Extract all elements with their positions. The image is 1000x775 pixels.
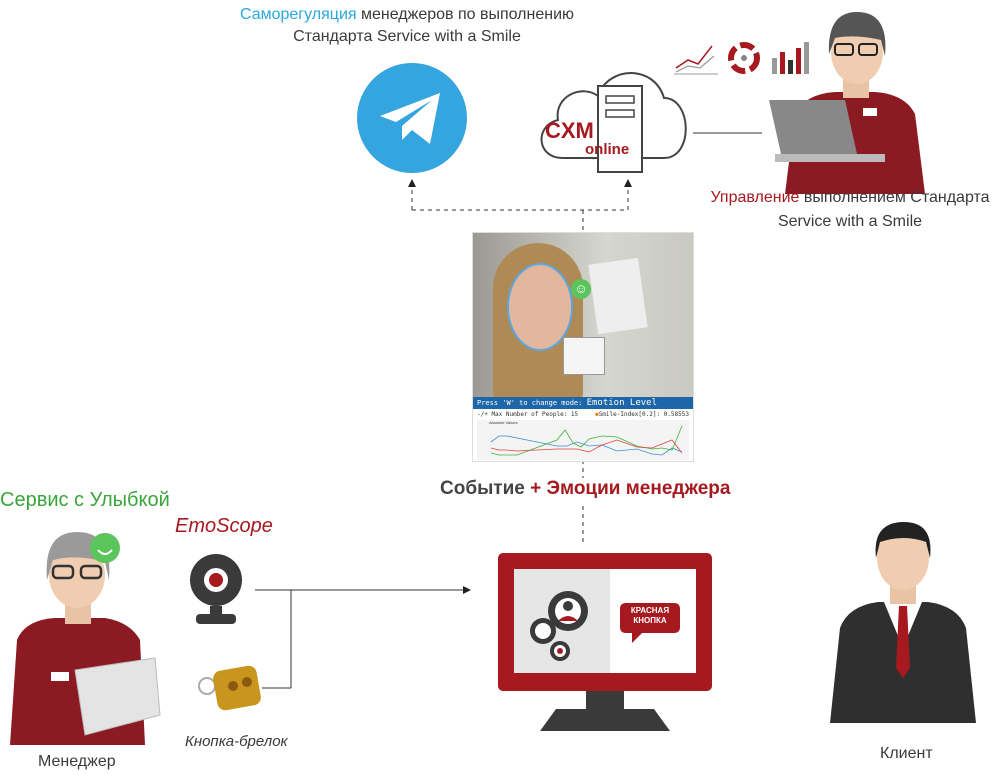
emotion-recognition-screenshot: ☺ Press 'W' to change mode: Emotion Leve… [472,232,694,462]
bar-chart-icon [772,42,809,74]
emotion-chart: Absolute Values [477,420,689,460]
manager-label: Менеджер [38,753,116,770]
donut-chart-icon [728,42,760,74]
krasnaya-knopka-text: КРАСНАЯ КНОПКА [623,606,677,626]
max-people-text: -/+ Max Number of People: 15 [477,411,579,418]
top-caption-highlight: Саморегуляция [239,6,357,23]
webcam-icon [190,554,242,624]
series-blue [490,435,683,456]
mode-value: Emotion Level [586,398,658,408]
client-label: Клиент [880,745,933,762]
face-tracking-outline [507,263,573,351]
gears-icon [530,591,588,661]
keyfob-icon [198,665,261,711]
emoscope-label: EmoScope [175,515,273,537]
analytics-icons [674,42,809,75]
series-red [490,439,683,454]
cxm-cloud-icon [540,72,687,173]
top-caption: Саморегуляция менеджеров по выполнению С… [177,4,637,48]
series-green [490,425,683,456]
camera-frame: ☺ [473,233,693,397]
smile-index-text: Smile-Index[0.2]: 0.58553 [598,411,689,418]
cxm-logo-sub: online [585,141,630,158]
wall-picture [588,257,648,335]
line-chart-icon [674,45,718,75]
right-caption-rest: выполнением Стандарта [799,189,990,206]
mode-bar: Press 'W' to change mode: Emotion Level [473,397,693,409]
laptop-icon [769,100,857,154]
event-caption-event: Событие [440,478,531,499]
client-illustration [830,522,976,723]
manager-illustration [10,532,161,745]
logo-line1: КРАСНАЯ [630,606,670,615]
stats-bar: -/+ Max Number of People: 15●Smile-Index… [477,411,689,418]
cxm-logo-main: CXM [545,118,594,143]
smile-indicator-icon: ☺ [571,279,591,299]
service-label: Сервис с Улыбкой [0,489,170,511]
tie [896,606,910,678]
event-caption: Событие + Эмоции менеджера [440,478,730,500]
right-caption-line2: Service with a Smile [777,213,923,230]
right-caption: Управление выполнением Стандарта Service… [705,186,995,234]
paper-sheet [74,657,161,736]
smile-badge-icon [90,533,120,563]
monitor-icon [498,553,712,731]
top-caption-line2: Стандарта Service with a Smile [293,28,521,45]
keyfob-label: Кнопка-брелок [185,733,288,750]
top-caption-rest: менеджеров по выполнению [356,6,575,23]
event-caption-emotions: + Эмоции менеджера [530,478,731,499]
supervisor-illustration [769,12,925,194]
krasnaya-knopka-logo [620,603,680,643]
emotion-stats-box [563,337,605,375]
telegram-icon [357,63,467,173]
logo-line2: КНОПКА [633,616,667,625]
right-caption-highlight: Управление [710,189,800,206]
cxm-logo: CXM online [545,118,630,158]
mode-bar-text: Press 'W' to change mode: [477,399,587,407]
chart-title: Absolute Values [489,420,518,425]
